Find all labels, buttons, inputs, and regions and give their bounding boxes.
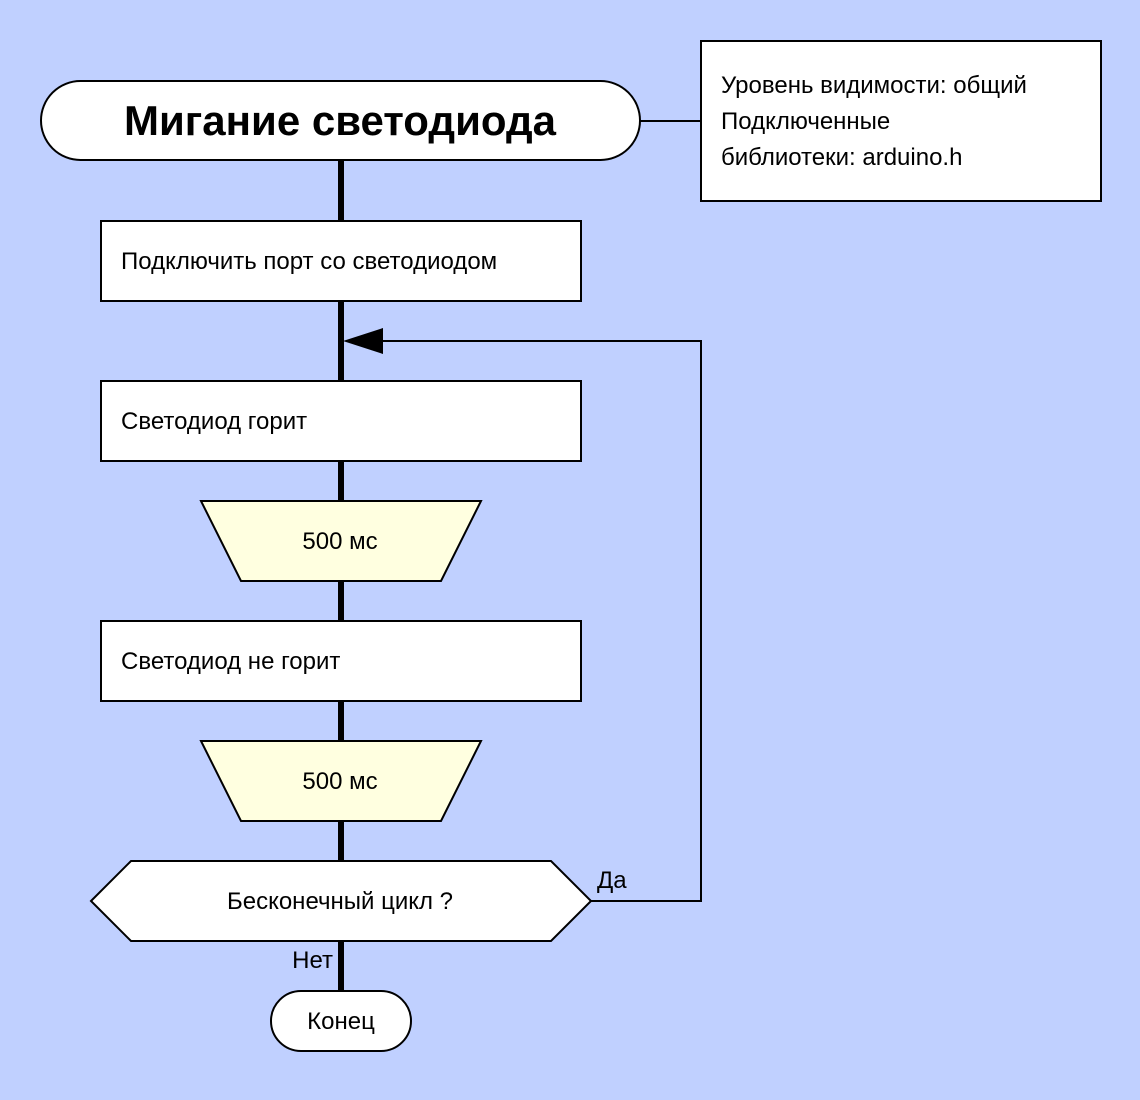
page-title: Мигание светодиода — [124, 97, 557, 144]
action-connect-port[interactable]: Подключить порт со светодиодом — [100, 220, 582, 302]
condition-label: Бесконечный цикл ? — [227, 888, 453, 915]
action-led-on[interactable]: Светодиод горит — [100, 380, 582, 462]
delay-block-1[interactable]: 500 мс — [199, 500, 483, 582]
no-label: Нет — [292, 947, 333, 974]
end-label: Конец — [307, 1008, 375, 1035]
condition-block[interactable]: Бесконечный цикл ? — [89, 860, 593, 942]
yes-label: Да — [597, 867, 627, 894]
end-terminal[interactable]: Конец — [270, 990, 412, 1052]
action-label: Светодиод горит — [121, 408, 307, 435]
action-led-off[interactable]: Светодиод не горит — [100, 620, 582, 702]
delay-label: 500 мс — [302, 528, 377, 555]
title-terminal[interactable]: Мигание светодиода — [40, 80, 641, 161]
comment-line-2: Подключенные — [721, 108, 890, 135]
comment-line-1: Уровень видимости: общий — [721, 72, 1027, 99]
comment-box[interactable]: Уровень видимости: общий Подключенные би… — [700, 40, 1102, 202]
arrow-head-icon — [343, 328, 383, 354]
delay-label: 500 мс — [302, 768, 377, 795]
loop-back-line — [380, 340, 702, 902]
delay-block-2[interactable]: 500 мс — [199, 740, 483, 822]
action-label: Подключить порт со светодиодом — [121, 248, 497, 275]
action-label: Светодиод не горит — [121, 648, 340, 675]
comment-line-3: библиотеки: arduino.h — [721, 144, 962, 171]
